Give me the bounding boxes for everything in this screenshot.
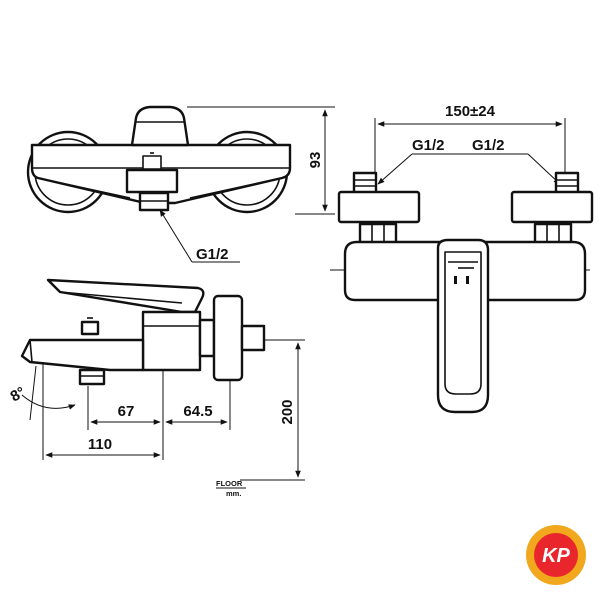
lever-handle-front <box>436 238 490 414</box>
thread-leader-right: G1/2 <box>470 137 561 185</box>
top-view: 93 G1/2 <box>26 105 335 263</box>
side-view: 67 64.5 110 200 8° FLOOR mm. <box>8 278 305 498</box>
lever-handle-side <box>46 278 205 314</box>
unit-label: mm. <box>226 489 241 498</box>
dim-93-label: 93 <box>307 152 324 169</box>
left-flange-front <box>337 190 421 224</box>
dim-150: 150±24 <box>374 103 566 180</box>
front-view: 150±24 G1/2 G1/2 <box>330 103 594 414</box>
dim-200-label: 200 <box>279 399 296 424</box>
brand-logo: KP <box>526 525 586 585</box>
dim-64-5: 64.5 <box>165 403 228 425</box>
thread-label-right: G1/2 <box>472 137 505 154</box>
thread-leader-bottom: G1/2 <box>159 209 240 263</box>
thread-label-left: G1/2 <box>412 137 445 154</box>
lever-handle-top <box>130 105 190 147</box>
dim-67-label: 67 <box>118 403 135 420</box>
right-flange-front <box>510 190 594 224</box>
dim-110: 110 <box>45 436 161 458</box>
dim-110-label: 110 <box>88 436 112 453</box>
dim-64-5-label: 64.5 <box>183 403 212 420</box>
dim-150-label: 150±24 <box>445 103 496 120</box>
thread-leader-left: G1/2 <box>377 137 470 185</box>
thread-label-bottom: G1/2 <box>196 246 229 263</box>
floor-label: FLOOR <box>216 479 243 488</box>
dim-93: 93 <box>187 106 335 215</box>
dim-67: 67 <box>90 403 161 425</box>
angle-label: 8° <box>8 384 29 406</box>
logo-text: KP <box>542 545 570 567</box>
angle-indicator: 8° <box>8 365 76 421</box>
spout-side <box>20 338 145 372</box>
dim-200: 200 <box>240 339 305 481</box>
